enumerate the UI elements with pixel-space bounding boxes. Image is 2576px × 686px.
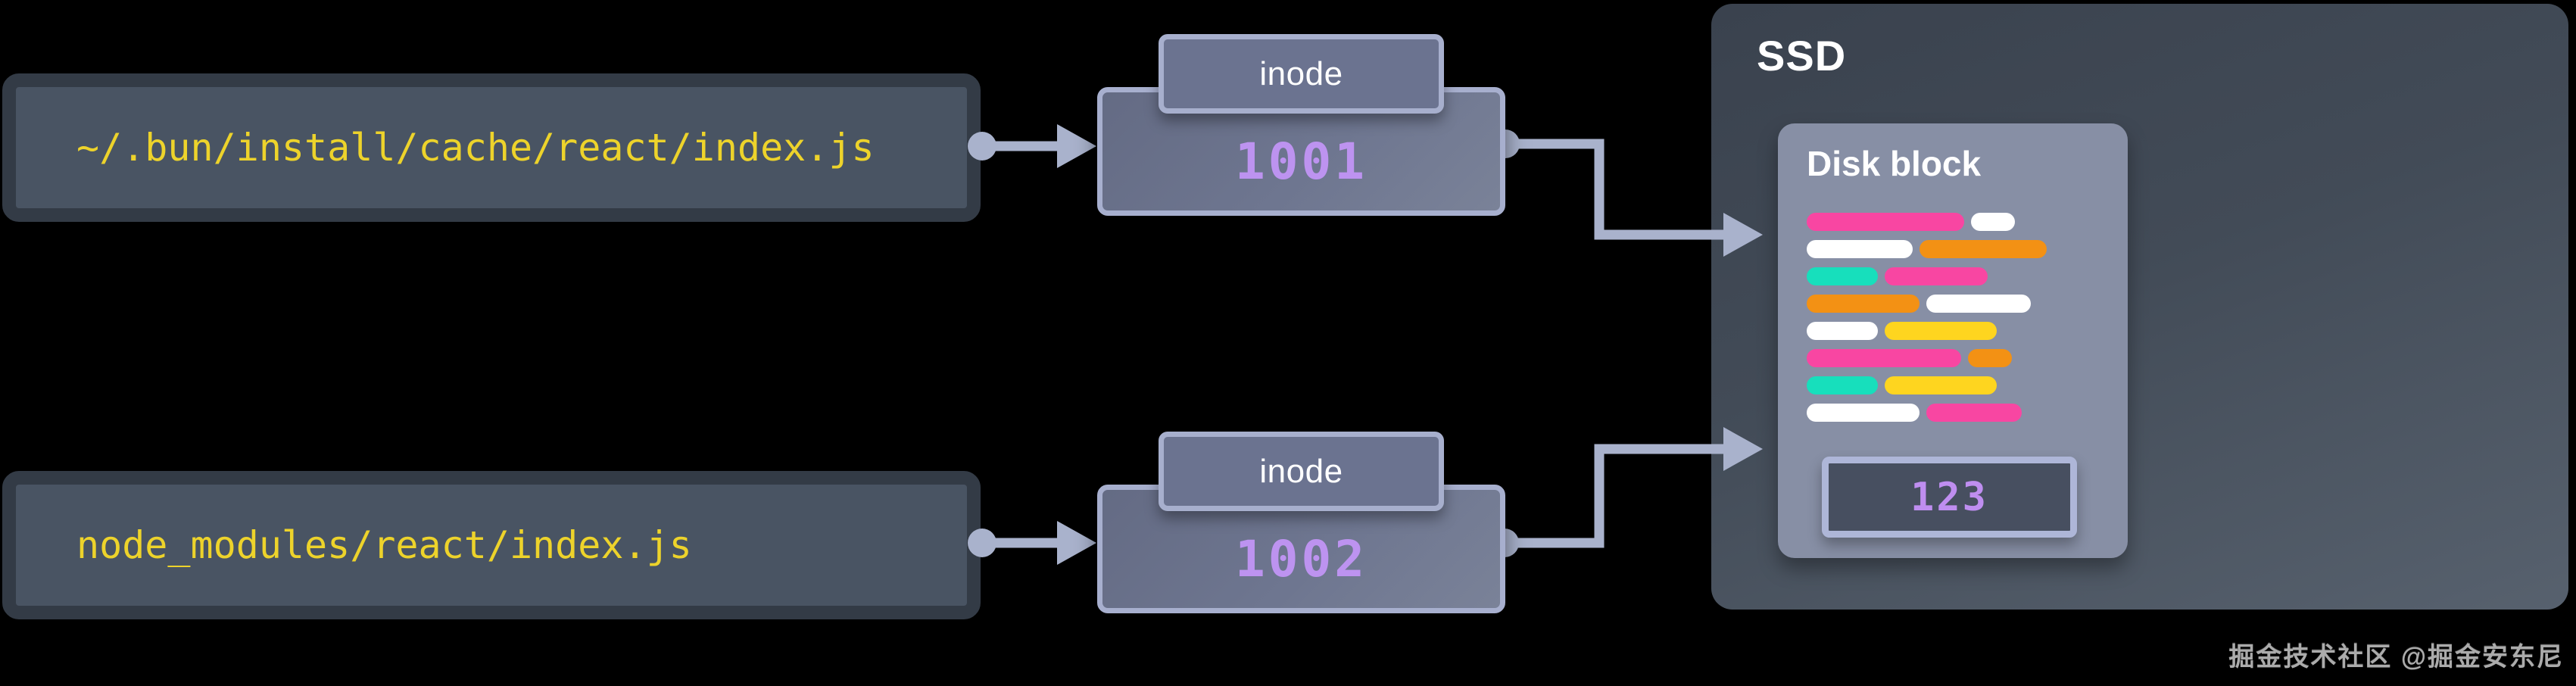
block-number-box: 123 — [1822, 457, 2077, 538]
pill-row — [1807, 322, 2047, 340]
pill-white — [1807, 322, 1878, 340]
pill-teal — [1807, 267, 1878, 285]
file-path-text-node-modules: node_modules/react/index.js — [76, 523, 692, 567]
pill-white — [1926, 295, 2031, 313]
inode-node-1002: inode 1002 — [1097, 432, 1505, 613]
connector-line-inode1-ssd — [1505, 139, 1728, 240]
pill-white — [1807, 240, 1913, 258]
pill-white — [1971, 213, 2015, 231]
ssd-box: SSD Disk block 123 — [1711, 4, 2568, 610]
file-path-text-cache: ~/.bun/install/cache/react/index.js — [76, 126, 875, 170]
pill-row — [1807, 349, 2047, 367]
pill-row — [1807, 213, 2047, 231]
ssd-title: SSD — [1757, 32, 1847, 80]
pill-pink — [1885, 267, 1988, 285]
pill-pink — [1807, 349, 1961, 367]
disk-block-rows — [1807, 213, 2047, 422]
block-number-text: 123 — [1910, 474, 1988, 520]
inode-label-box-1002: inode — [1159, 432, 1444, 511]
arrowhead-icon — [1057, 521, 1096, 565]
connector-line-inode2-ssd — [1505, 444, 1728, 548]
pill-yellow — [1885, 322, 1997, 340]
file-path-box-node-modules: node_modules/react/index.js — [2, 471, 981, 619]
disk-block-box: Disk block 123 — [1778, 123, 2128, 558]
pill-white — [1807, 404, 1920, 422]
pill-pink — [1807, 213, 1964, 231]
pill-row — [1807, 376, 2047, 394]
inode-number: 1001 — [1235, 132, 1368, 191]
pill-yellow — [1885, 376, 1997, 394]
pill-orange — [1968, 349, 2012, 367]
inode-label-text: inode — [1259, 55, 1343, 92]
inode-number: 1002 — [1235, 529, 1368, 588]
arrowhead-icon — [1057, 124, 1096, 168]
pill-teal — [1807, 376, 1878, 394]
inode-label-text: inode — [1259, 452, 1343, 490]
inode-node-1001: inode 1001 — [1097, 34, 1505, 216]
pill-row — [1807, 404, 2047, 422]
pill-row — [1807, 267, 2047, 285]
pill-pink — [1926, 404, 2022, 422]
pill-orange — [1807, 295, 1920, 313]
file-path-box-cache: ~/.bun/install/cache/react/index.js — [2, 73, 981, 222]
inode-label-box-1001: inode — [1159, 34, 1444, 114]
disk-block-title: Disk block — [1807, 144, 1982, 183]
watermark-text: 掘金技术社区 @掘金安东尼 — [2228, 643, 2564, 672]
pill-orange — [1920, 240, 2047, 258]
pill-row — [1807, 240, 2047, 258]
pill-row — [1807, 295, 2047, 313]
